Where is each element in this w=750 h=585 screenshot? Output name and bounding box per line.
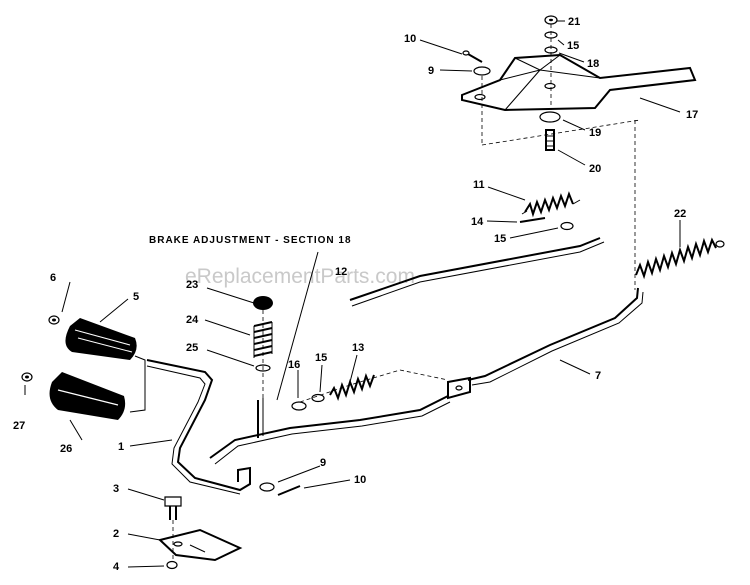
nut-16 bbox=[291, 401, 307, 411]
label-3: 3 bbox=[113, 483, 119, 495]
label-12: 12 bbox=[335, 266, 347, 278]
cotter-pin-10-low bbox=[277, 485, 301, 496]
cap-23 bbox=[253, 296, 273, 310]
washer-19 bbox=[539, 111, 561, 123]
watermark-text: eReplacementParts.com bbox=[185, 265, 415, 288]
nut-4 bbox=[166, 560, 178, 570]
pedal-pad-26 bbox=[49, 372, 126, 420]
label-13: 13 bbox=[352, 342, 364, 354]
clevis-bracket bbox=[447, 376, 471, 400]
bracket-plate-2 bbox=[157, 528, 243, 562]
label-4: 4 bbox=[113, 561, 120, 573]
label-25: 25 bbox=[186, 342, 198, 354]
nut-27 bbox=[21, 372, 33, 382]
washer-9-low bbox=[259, 482, 275, 492]
leader-lines bbox=[24, 20, 681, 568]
caption-pointer-line bbox=[276, 251, 319, 401]
bolt-20 bbox=[545, 129, 555, 151]
label-2: 2 bbox=[113, 528, 119, 540]
brake-linkage-rod bbox=[209, 395, 451, 465]
spring-13 bbox=[329, 372, 375, 402]
nut-6 bbox=[48, 315, 60, 325]
label-20: 20 bbox=[589, 163, 601, 175]
label-26: 26 bbox=[60, 443, 72, 455]
label-10-top: 10 bbox=[404, 33, 416, 45]
pedal-arm-1 bbox=[146, 359, 251, 495]
cotter-pin-10-top bbox=[462, 50, 483, 63]
label-16: 16 bbox=[288, 359, 300, 371]
spring-11 bbox=[521, 191, 581, 218]
label-15-top: 15 bbox=[567, 40, 579, 52]
label-9-top: 9 bbox=[428, 65, 434, 77]
spring-22 bbox=[635, 237, 725, 280]
bracket-17 bbox=[461, 53, 697, 112]
bolt-3 bbox=[164, 496, 182, 520]
label-19: 19 bbox=[589, 127, 601, 139]
label-6: 6 bbox=[50, 272, 56, 284]
brake-adjustment-caption: BRAKE ADJUSTMENT - SECTION 18 bbox=[149, 235, 352, 246]
label-15-low: 15 bbox=[315, 352, 327, 364]
label-10-low: 10 bbox=[354, 474, 366, 486]
pedal-pad-5 bbox=[65, 318, 137, 360]
label-1: 1 bbox=[118, 441, 124, 453]
pin-14 bbox=[519, 217, 546, 223]
label-22: 22 bbox=[674, 208, 686, 220]
label-11: 11 bbox=[473, 179, 485, 191]
label-21: 21 bbox=[568, 16, 580, 28]
nut-21 bbox=[544, 15, 558, 25]
label-24: 24 bbox=[186, 314, 199, 326]
label-5: 5 bbox=[133, 291, 139, 303]
label-17: 17 bbox=[686, 109, 698, 121]
label-9-low: 9 bbox=[320, 457, 326, 469]
label-14: 14 bbox=[471, 216, 484, 228]
rod-7 bbox=[467, 287, 644, 386]
label-15-mid: 15 bbox=[494, 233, 506, 245]
label-23: 23 bbox=[186, 279, 198, 291]
rod-12 bbox=[349, 237, 605, 307]
label-27: 27 bbox=[13, 420, 25, 432]
washer-15-mid bbox=[560, 221, 574, 231]
label-7: 7 bbox=[595, 370, 601, 382]
washer-15-low bbox=[311, 393, 325, 403]
label-18: 18 bbox=[587, 58, 599, 70]
washer-9-top bbox=[473, 66, 491, 76]
